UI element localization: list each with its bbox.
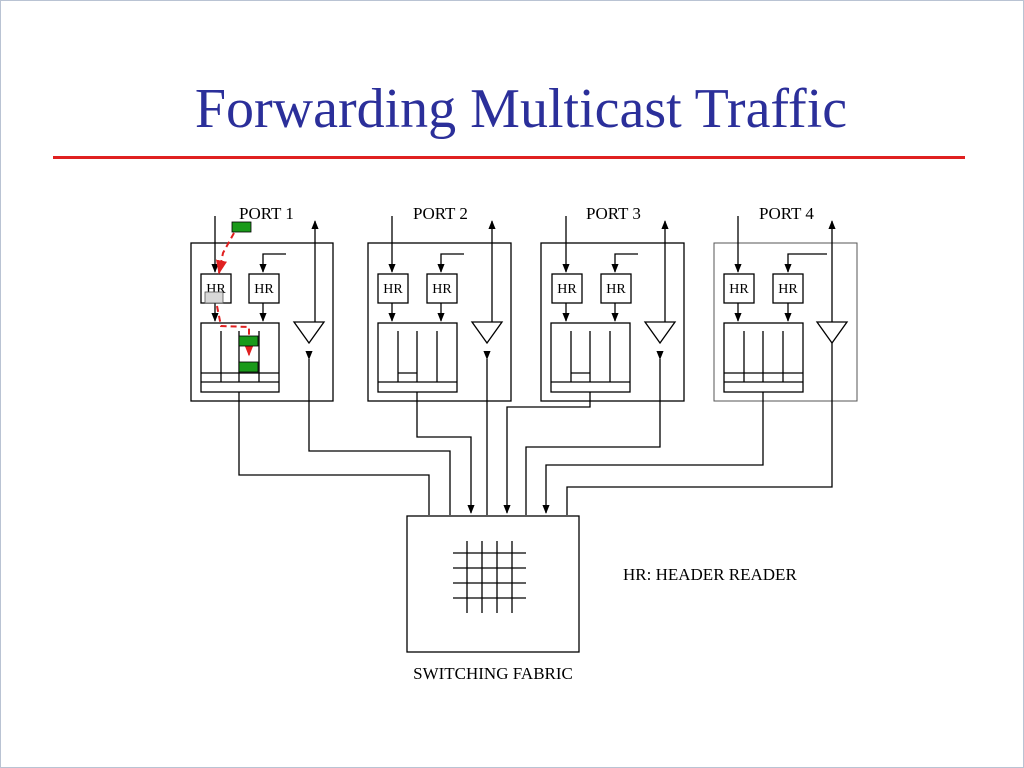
port-2-hr2-label: HR [432, 282, 452, 297]
port-3-header-reader-1 [551, 273, 583, 304]
packet-incoming [231, 221, 252, 233]
title-underline [53, 156, 965, 159]
port-2-header-reader-2 [426, 273, 458, 304]
port-4-box [713, 242, 858, 402]
port-4-header-reader-1 [723, 273, 755, 304]
packet-at-header-reader [204, 291, 224, 304]
port-2: PORT 2 HR HR [367, 204, 512, 402]
packet-path-in [215, 232, 235, 275]
port-1-output-driver [292, 321, 326, 345]
port-3-box [540, 242, 685, 402]
packet-queued-top [238, 335, 259, 347]
port-2-box [367, 242, 512, 402]
legend-text: HR: HEADER READER [623, 565, 797, 584]
switching-fabric-label: SWITCHING FABRIC [413, 664, 573, 683]
port-4: PORT 4 HR HR [713, 204, 858, 402]
fabric-wiring [238, 343, 833, 515]
port-4-hr1-label: HR [729, 282, 749, 297]
port-2-hr1-label: HR [383, 282, 403, 297]
port-3-output-driver [643, 321, 677, 345]
port-2-header-reader-1 [377, 273, 409, 304]
port-2-output-driver [470, 321, 504, 345]
crossbar-grid [453, 541, 526, 613]
port-2-label: PORT 2 [413, 204, 468, 223]
port-1-label: PORT 1 [239, 204, 294, 223]
port-4-output-driver [815, 321, 849, 345]
switching-fabric: SWITCHING FABRIC [406, 515, 580, 683]
port-3-header-reader-2 [600, 273, 632, 304]
port-1-buffer [200, 322, 280, 393]
port-1-header-reader-2 [248, 273, 280, 304]
slide-title: Forwarding Multicast Traffic [194, 78, 848, 140]
switching-fabric-box [406, 515, 580, 653]
port-1-hr2-label: HR [254, 282, 274, 297]
port-3: PORT 3 HR HR [540, 204, 685, 402]
port-4-hr2-label: HR [778, 282, 798, 297]
port-4-label: PORT 4 [759, 204, 814, 223]
packet-path-to-buffer [216, 305, 255, 357]
port-3-hr2-label: HR [606, 282, 626, 297]
port-3-hr1-label: HR [557, 282, 577, 297]
packet-queued-bottom [238, 361, 259, 373]
port-1-box [190, 242, 334, 402]
port-1: PORT 1 HR HR [190, 204, 334, 402]
port-1-loop-arrow [259, 253, 286, 273]
port-3-label: PORT 3 [586, 204, 641, 223]
